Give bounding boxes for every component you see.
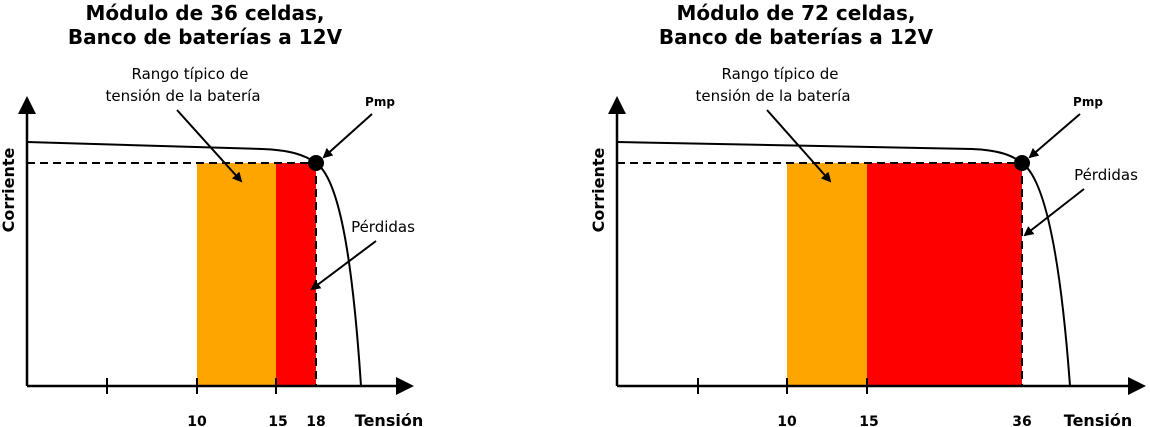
left-title-line2: Banco de baterías a 12V (68, 25, 343, 49)
left-tick-label: 18 (306, 414, 325, 427)
left-losses-arrow (310, 240, 377, 291)
right-y-axis-label: Corriente (589, 147, 608, 232)
left-range-arrow (176, 109, 243, 183)
right-title-line1: Módulo de 72 celdas, (677, 1, 916, 25)
left-losses-region (276, 163, 316, 386)
right-range-label-line1: Rango típico de (722, 65, 839, 83)
right-pmp-point (1014, 155, 1030, 171)
right-battery-range-region (787, 163, 867, 386)
right-title-line2: Banco de baterías a 12V (659, 25, 934, 49)
right-panel: Módulo de 72 celdas, Banco de baterías a… (589, 1, 1146, 427)
right-x-axis-label: Tensión (1064, 411, 1132, 427)
right-range-label-line2: tensión de la batería (695, 87, 850, 105)
right-losses-label: Pérdidas (1074, 166, 1138, 184)
right-tick-label: 36 (1012, 414, 1031, 427)
left-tick-label: 15 (268, 414, 287, 427)
right-range-arrow (766, 109, 832, 183)
right-losses-region (867, 163, 1022, 386)
right-iv-curve (616, 141, 1071, 387)
left-x-axis-label: Tensión (355, 411, 423, 427)
left-pmp-arrow (322, 113, 373, 159)
left-panel: Módulo de 36 celdas, Banco de baterías a… (0, 1, 423, 427)
left-pmp-point (308, 155, 324, 171)
left-tick-label: 10 (187, 414, 207, 427)
right-pmp-label: Pmp (1073, 95, 1103, 109)
left-x-axis-arrowhead (396, 377, 414, 395)
right-y-axis-arrowhead (608, 96, 626, 114)
left-iv-curve (26, 141, 362, 387)
right-tick-label: 10 (777, 414, 797, 427)
right-losses-arrow (1023, 188, 1085, 237)
left-y-axis-label: Corriente (0, 147, 18, 232)
left-battery-range-region (197, 163, 276, 386)
left-losses-label: Pérdidas (351, 218, 415, 236)
left-range-label-line1: Rango típico de (132, 65, 249, 83)
left-title-line1: Módulo de 36 celdas, (86, 1, 325, 25)
right-pmp-arrow (1028, 113, 1081, 159)
left-y-axis-arrowhead (18, 96, 36, 114)
left-pmp-label: Pmp (365, 95, 395, 109)
right-tick-label: 15 (859, 414, 878, 427)
left-range-label-line2: tensión de la batería (105, 87, 260, 105)
right-x-axis-arrowhead (1128, 377, 1146, 395)
